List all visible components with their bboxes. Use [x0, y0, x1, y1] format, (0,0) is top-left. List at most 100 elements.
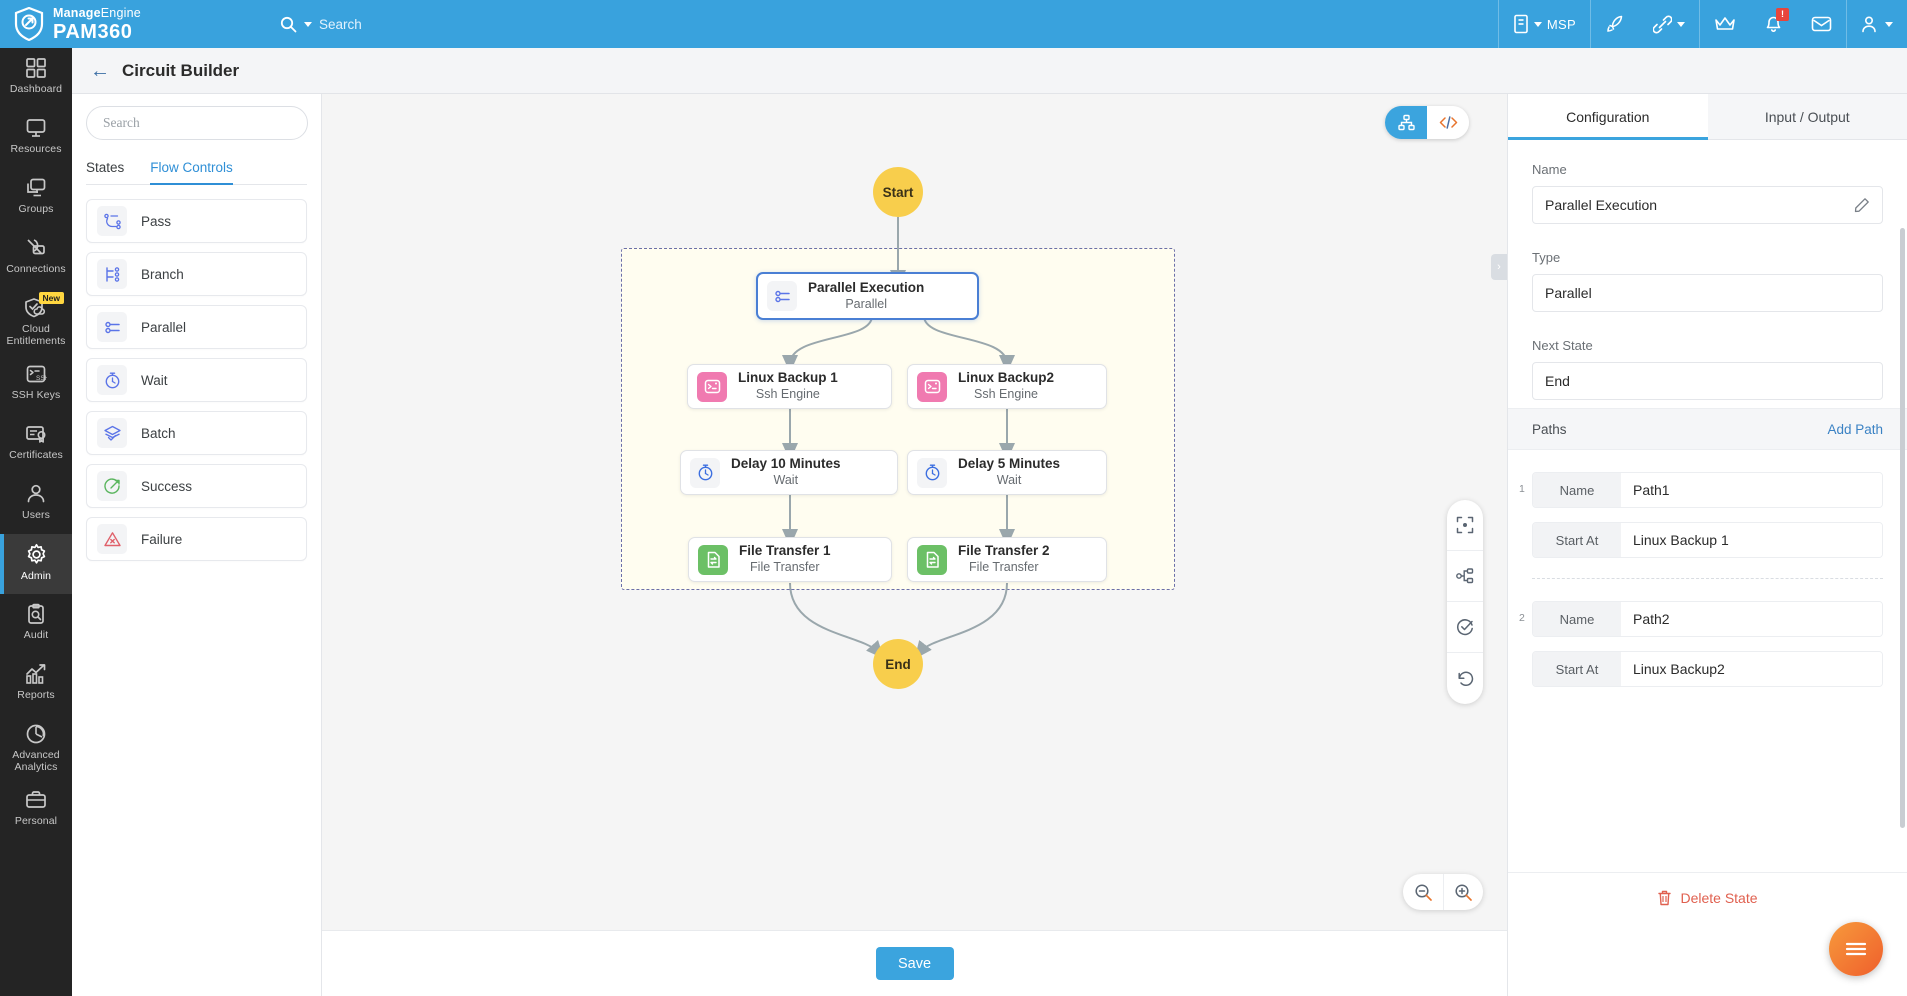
msp-selector[interactable]: MSP — [1497, 0, 1590, 48]
sidebar-item-admin[interactable]: Admin — [0, 534, 72, 595]
file-transfer-icon — [917, 544, 947, 575]
save-button[interactable]: Save — [875, 947, 954, 980]
name-field[interactable]: Parallel Execution — [1532, 186, 1883, 224]
path-row-1: 1 Name Path1 Start At Linux Backup 1 — [1508, 450, 1907, 558]
search-icon — [280, 16, 297, 33]
sidebar-item-personal[interactable]: Personal — [0, 780, 72, 840]
graph-view-button[interactable] — [1385, 106, 1427, 139]
next-state-field[interactable]: End — [1532, 362, 1883, 400]
palette-item-success[interactable]: Success — [86, 464, 307, 508]
type-field[interactable]: Parallel — [1532, 274, 1883, 312]
validate-button[interactable] — [1447, 602, 1483, 653]
sidebar-label: Connections — [6, 263, 66, 275]
configuration-panel: Configuration Input / Output Name Parall… — [1507, 94, 1907, 996]
brand-manageengine: ManageEngine — [53, 6, 141, 21]
node-delay-10-minutes[interactable]: Delay 10 Minutes Wait — [680, 450, 898, 495]
node-linux-backup-1[interactable]: Linux Backup 1 Ssh Engine — [687, 364, 892, 409]
monitors-icon — [25, 177, 47, 199]
building-icon — [1513, 14, 1529, 34]
palette-item-pass[interactable]: Pass — [86, 199, 307, 243]
start-node[interactable]: Start — [873, 167, 923, 217]
node-linux-backup2[interactable]: Linux Backup2 Ssh Engine — [907, 364, 1107, 409]
license-button[interactable] — [1699, 0, 1750, 48]
sidebar-item-reports[interactable]: Reports — [0, 654, 72, 714]
topbar-actions: MSP ! — [1497, 0, 1907, 48]
sidebar-item-audit[interactable]: Audit — [0, 594, 72, 654]
node-file-transfer-2[interactable]: File Transfer 2 File Transfer — [907, 537, 1107, 582]
sidebar-label: Reports — [17, 689, 55, 702]
path1-startat-key: Start At — [1533, 523, 1621, 557]
path2-name-field[interactable]: Name Path2 — [1532, 601, 1883, 637]
add-path-button[interactable]: Add Path — [1827, 421, 1883, 437]
tab-states[interactable]: States — [86, 160, 125, 175]
sidebar-item-ssh-keys[interactable]: SSH SSH Keys — [0, 354, 72, 414]
sidebar-item-groups[interactable]: Groups — [0, 168, 72, 228]
node-subtitle: File Transfer — [969, 560, 1039, 575]
next-state-label: Next State — [1532, 338, 1593, 353]
path1-startat-value: Linux Backup 1 — [1621, 523, 1882, 557]
palette-item-label: Failure — [141, 531, 183, 547]
account-caret-icon — [1885, 21, 1893, 27]
rocket-button[interactable] — [1590, 0, 1639, 48]
gear-icon — [25, 543, 48, 566]
sidebar-label: Certificates — [9, 449, 63, 462]
help-fab-button[interactable] — [1829, 922, 1883, 976]
sidebar-item-cloud-entitlements[interactable]: New Cloud Entitlements — [0, 288, 72, 354]
link-button[interactable] — [1639, 0, 1699, 48]
auto-layout-button[interactable] — [1447, 551, 1483, 602]
stopwatch-icon — [917, 457, 947, 488]
edit-pencil-icon[interactable] — [1854, 197, 1870, 213]
workflow-canvas[interactable]: › — [322, 94, 1507, 930]
sidebar-item-dashboard[interactable]: Dashboard — [0, 48, 72, 108]
palette-search-input[interactable]: Search — [86, 106, 308, 140]
spacer — [1532, 508, 1883, 522]
failure-warning-icon — [97, 524, 127, 554]
tab-input-output[interactable]: Input / Output — [1764, 108, 1850, 125]
sidebar-item-certificates[interactable]: Certificates — [0, 414, 72, 474]
sidebar-item-users[interactable]: Users — [0, 474, 72, 534]
flow-connectors — [782, 217, 1015, 660]
batch-layers-icon — [97, 418, 127, 448]
code-view-button[interactable] — [1427, 106, 1469, 139]
messages-button[interactable] — [1797, 0, 1846, 48]
palette-item-label: Branch — [141, 266, 184, 282]
spacer — [1532, 637, 1883, 651]
tab-configuration[interactable]: Configuration — [1508, 94, 1708, 140]
sitemap-icon — [1397, 114, 1415, 131]
success-target-icon — [97, 471, 127, 501]
global-search[interactable]: Search — [272, 0, 572, 48]
sidebar-item-connections[interactable]: Connections — [0, 228, 72, 288]
palette-item-label: Wait — [141, 372, 168, 388]
palette-item-failure[interactable]: Failure — [86, 517, 307, 561]
node-delay-5-minutes[interactable]: Delay 5 Minutes Wait — [907, 450, 1107, 495]
canvas-panel-collapse-handle[interactable]: › — [1491, 254, 1507, 280]
delete-state-row[interactable]: Delete State — [1508, 872, 1907, 922]
end-node[interactable]: End — [873, 639, 923, 689]
path-divider — [1532, 578, 1883, 579]
config-scrollbar[interactable] — [1900, 144, 1905, 864]
search-scope-caret-icon[interactable] — [304, 21, 312, 27]
notifications-button[interactable]: ! — [1750, 0, 1797, 48]
tab-flow-controls[interactable]: Flow Controls — [150, 160, 233, 185]
config-scroll-thumb[interactable] — [1900, 228, 1905, 828]
palette-item-parallel[interactable]: Parallel — [86, 305, 307, 349]
sidebar-item-advanced-analytics[interactable]: Advanced Analytics — [0, 714, 72, 780]
account-button[interactable] — [1846, 0, 1907, 48]
sidebar-item-resources[interactable]: Resources — [0, 108, 72, 168]
reset-button[interactable] — [1447, 653, 1483, 704]
palette-item-batch[interactable]: Batch — [86, 411, 307, 455]
zoom-in-button[interactable] — [1443, 874, 1483, 910]
node-parallel-execution[interactable]: Parallel Execution Parallel — [756, 272, 979, 320]
palette-item-branch[interactable]: Branch — [86, 252, 307, 296]
back-arrow-icon[interactable]: ← — [90, 59, 110, 82]
brand-logo-area[interactable]: ManageEngine PAM360 — [0, 5, 272, 43]
path1-name-field[interactable]: Name Path1 — [1532, 472, 1883, 508]
new-badge: New — [38, 292, 64, 304]
node-file-transfer-1[interactable]: File Transfer 1 File Transfer — [688, 537, 892, 582]
palette-item-wait[interactable]: Wait — [86, 358, 307, 402]
zoom-out-button[interactable] — [1403, 874, 1443, 910]
path1-startat-field[interactable]: Start At Linux Backup 1 — [1532, 522, 1883, 558]
path2-startat-field[interactable]: Start At Linux Backup2 — [1532, 651, 1883, 687]
fit-to-screen-button[interactable] — [1447, 500, 1483, 551]
